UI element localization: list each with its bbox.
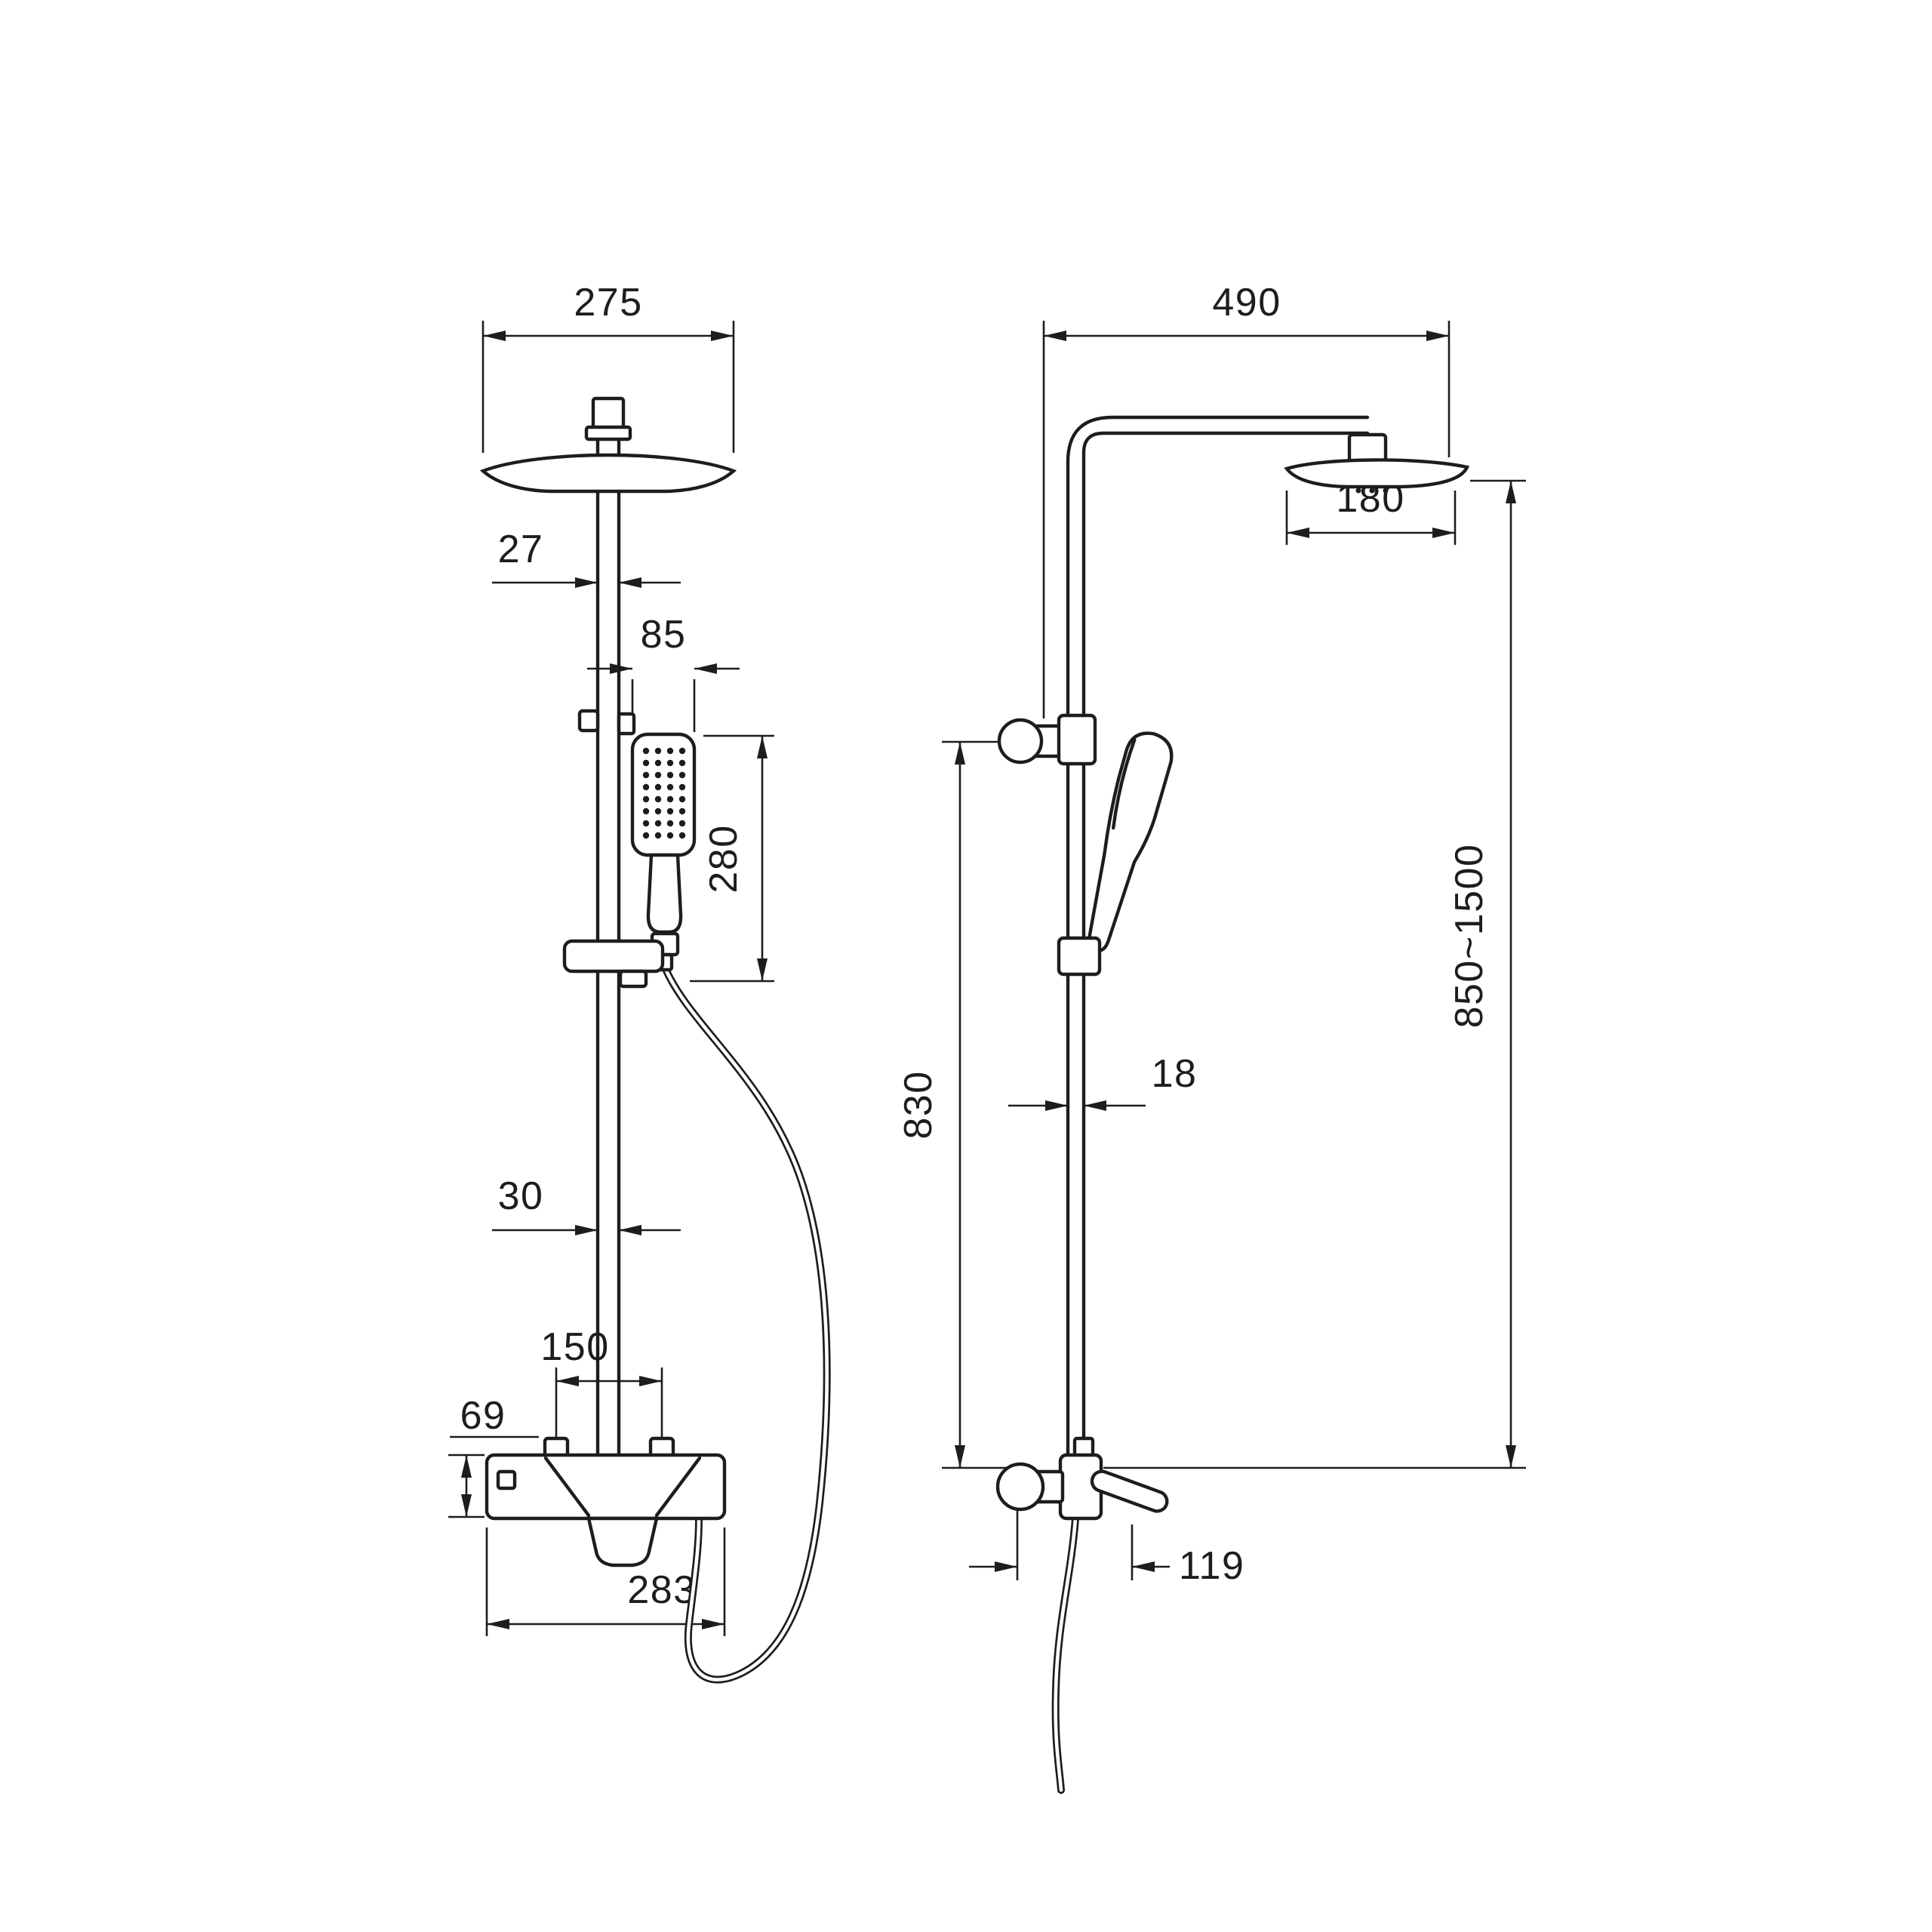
overhead-shower-side	[1284, 458, 1470, 494]
dim-head-width: 275	[481, 281, 735, 453]
mixer-side	[995, 1436, 1169, 1521]
shower-head-front	[479, 453, 737, 494]
shower-column-side-view	[995, 415, 1470, 1794]
dim-label-hand-shower-width: 85	[641, 613, 687, 657]
head-inlet-nut-front	[591, 396, 626, 431]
dim-hand-shower-width: 85	[587, 613, 740, 732]
head-nozzles-side	[1355, 488, 1389, 494]
head-collar-front	[584, 425, 632, 441]
dim-label-mixer-width: 283	[627, 1568, 696, 1612]
hand-shower-face-front	[630, 732, 697, 857]
hand-shower-bracket-front	[577, 709, 636, 736]
hand-shower-side	[1088, 731, 1174, 952]
dim-pipe-width-upper: 27	[492, 528, 681, 588]
dim-arm-reach: 490	[1042, 281, 1451, 718]
shower-column-front-view	[479, 396, 831, 1684]
mixer-button-front	[496, 1469, 517, 1491]
dim-label-head-width: 275	[574, 281, 642, 325]
dim-label-mixer-height: 69	[460, 1394, 506, 1438]
dim-label-rail-height: 830	[897, 1070, 940, 1139]
hand-shower-front	[630, 732, 697, 972]
dim-label-mixer-depth: 119	[1179, 1544, 1244, 1588]
dim-overall-height: 850~1500	[1103, 479, 1526, 1469]
shower-hose-side	[1051, 1515, 1079, 1794]
dim-label-pipe-diameter: 18	[1152, 1052, 1198, 1096]
hand-shower-handle-front	[646, 853, 683, 934]
wall-bracket-side	[997, 713, 1097, 766]
dim-label-arm-reach: 490	[1212, 281, 1281, 325]
mixer-spout-front	[586, 1516, 659, 1567]
mixer-knob-side	[995, 1462, 1045, 1512]
mixer-lever-side	[1090, 1469, 1169, 1513]
dim-label-hand-shower-length: 280	[702, 824, 746, 893]
overhead-shower-front	[479, 396, 737, 494]
dim-label-pipe-width-upper: 27	[498, 528, 544, 571]
riser-pipe-and-arm-side	[1066, 415, 1388, 1457]
dim-inlet-spacing: 150	[540, 1325, 663, 1446]
spray-nozzle-dots	[642, 747, 686, 839]
rail-slider-front	[562, 939, 665, 989]
dim-mixer-height: 69	[448, 1394, 539, 1518]
mixer-body-front	[485, 1453, 727, 1521]
shower-hose-front	[662, 965, 831, 1684]
wall-bracket-knob	[997, 718, 1044, 764]
dim-mixer-width: 283	[485, 1527, 726, 1636]
hand-shower-holder-side	[1057, 936, 1102, 977]
dim-hand-shower-length: 280	[690, 734, 774, 983]
dim-label-overall-height: 850~1500	[1447, 844, 1491, 1029]
dim-pipe-diameter: 18	[1008, 1052, 1198, 1111]
dim-label-pipe-width-lower: 30	[498, 1174, 544, 1218]
mixer-front	[485, 1436, 727, 1567]
dim-pipe-width-lower: 30	[492, 1174, 681, 1235]
dim-rail-height: 830	[897, 740, 1028, 1469]
